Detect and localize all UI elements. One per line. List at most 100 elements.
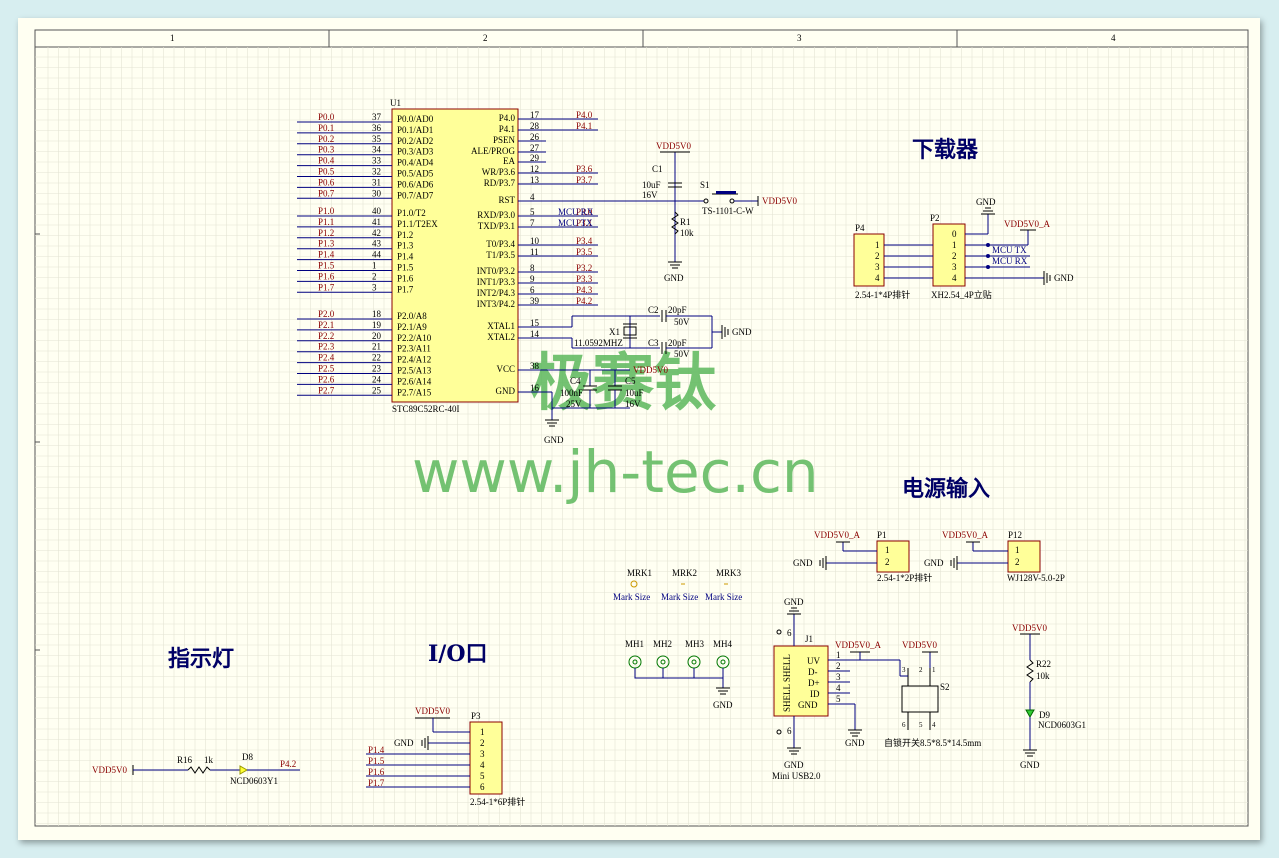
mcu-net-P0.4: P0.4 (318, 156, 335, 166)
mh2-ref: MH2 (653, 639, 672, 649)
p2-pin-3: 3 (952, 262, 957, 272)
mcu-net-P2.5: P2.5 (318, 364, 335, 374)
j1-pin-3: 3 (836, 672, 841, 682)
connector-p2[interactable]: P2 XH2.54_4P立贴 (930, 213, 992, 300)
schematic-canvas: 1 2 3 4 极赛钛 www.jh-tec.cn U1 STC89C52RC-… (34, 29, 1249, 827)
switch-s2[interactable]: VDD5V0 S2 自锁开关8.5*8.5*14.5mm 3 2 1 6 5 4 (884, 640, 981, 748)
reset-circuit[interactable]: VDD5V0 VDD5V0 C1 10uF 16V S1 TS-1101-C-W… (518, 141, 797, 283)
s2-part: 自锁开关8.5*8.5*14.5mm (884, 737, 981, 748)
p4-ref: P4 (855, 223, 865, 233)
crystal-circuit[interactable]: GND C2 20pF 50V C3 20pF 50V X1 11.0592MH… (518, 305, 752, 359)
mcu-pin-num: 30 (372, 188, 382, 198)
mcu-pin-name: P2.1/A9 (397, 322, 427, 332)
mcu-pin-num: 39 (530, 296, 540, 306)
p2-gnd2-label: GND (1054, 273, 1074, 283)
mcu-pin-num: 31 (372, 177, 381, 187)
mcu-pin-num: 10 (530, 236, 540, 246)
reset-vdd-label: VDD5V0 (656, 141, 691, 151)
p1-part: 2.54-1*2P排针 (877, 572, 932, 583)
j1-ref: J1 (805, 634, 813, 644)
mcu-net-P0.7: P0.7 (318, 188, 335, 198)
mcu-net-P1.2: P1.2 (318, 228, 334, 238)
indicator-circuit[interactable]: VDD5V0 R16 1k D8 NCD0603Y1 P4.2 (92, 752, 300, 786)
p3-net-P1.4: P1.4 (368, 745, 385, 755)
s2-pin6: 6 (902, 721, 906, 729)
j1-pin-2: 2 (836, 661, 841, 671)
header-p4[interactable]: P4 2.54-1*4P排针 (853, 223, 910, 300)
mcu-net-P1.6: P1.6 (318, 271, 335, 281)
mcu-net-P3.0: P3.0 (576, 207, 593, 217)
mcu-pin-name: P0.0/AD0 (397, 114, 434, 124)
p4-pin-4: 4 (875, 273, 880, 283)
p3-gnd-label: GND (394, 738, 414, 748)
p4-pin-2: 2 (875, 251, 880, 261)
p3-net-P1.6: P1.6 (368, 767, 385, 777)
mcu-net-P4.3: P4.3 (576, 285, 593, 295)
mcu-pin-name: RST (498, 195, 515, 205)
p1-gnd-label: GND (793, 558, 813, 568)
mcu-pin-name: P1.0/T2 (397, 208, 426, 218)
mcu-net-P0.0: P0.0 (318, 112, 335, 122)
p3-pin-6: 6 (480, 782, 485, 792)
mcu-pin-num: 34 (372, 145, 382, 155)
d9-ref: D9 (1039, 710, 1050, 720)
c3-voltage: 50V (674, 349, 690, 359)
mrk1-ref: MRK1 (627, 568, 652, 578)
p2-pin-2: 2 (952, 251, 957, 261)
io-header-p3[interactable]: P3 2.54-1*6P排针 VDD5V0 GND (394, 706, 525, 807)
mcu-pin-name: T1/P3.5 (486, 250, 515, 260)
mcu-pin-name: INT3/P4.2 (477, 299, 515, 309)
mcu-pin-name: T0/P3.4 (486, 239, 515, 249)
mcu-net-P1.4: P1.4 (318, 250, 335, 260)
p1-pin2: 2 (885, 557, 890, 567)
c5-voltage: 16V (625, 399, 641, 409)
d9-gnd-label: GND (1020, 760, 1040, 770)
frame-col-1: 1 (170, 33, 175, 43)
mcu-pin-name: P1.7 (397, 284, 414, 294)
mrk2-ref: MRK2 (672, 568, 697, 578)
p3-pin-4: 4 (480, 760, 485, 770)
mcu-pin-name: P2.0/A8 (397, 311, 427, 321)
power-led-circuit[interactable]: VDD5V0 R22 10k D9 NCD0603G1 GND (1012, 623, 1086, 770)
j1-pin-5: 5 (836, 694, 841, 704)
c1-value: 10uF (642, 180, 661, 190)
connector-p12[interactable]: P12 WJ128V-5.0-2P 1 2 VDD5V0_A GND (924, 530, 1065, 583)
mcu-pin-name: P1.6 (397, 273, 414, 283)
io-title: I/O口 (428, 641, 488, 667)
c1-ref: C1 (652, 164, 663, 174)
mcu-pin-num: 16 (530, 383, 540, 393)
d8-ref: D8 (242, 752, 253, 762)
c3-ref: C3 (648, 338, 659, 348)
mcu-pin-num: 17 (530, 110, 540, 120)
downloader-wiring: GND VDD5V0_A MCU TX MCU RX GND (884, 197, 1074, 285)
mcu-pin-name: P2.5/A13 (397, 366, 432, 376)
mrk3-size: Mark Size (705, 592, 742, 602)
mcu-pin-num: 27 (530, 143, 540, 153)
mcu-pin-name: P2.7/A15 (397, 387, 432, 397)
decoupling-circuit[interactable]: VDD5V0 GND C4 100nF 25V C5 10uF 16V (518, 365, 668, 445)
mcu-pin-name: XTAL1 (487, 321, 515, 331)
mcu-pin-name: GND (496, 386, 516, 396)
mcu-pin-num: 20 (372, 331, 382, 341)
usb-connector-j1[interactable]: J1 Mini USB2.0 SHELL SHELL UV D- D+ ID G… (772, 597, 900, 781)
mcu-pin-num: 28 (530, 121, 540, 131)
mcu-pin-name: P2.3/A11 (397, 344, 431, 354)
mcu-pin-name: RXD/P3.0 (477, 210, 515, 220)
downloader-title: 下载器 (912, 137, 979, 163)
frame-col-3: 3 (797, 33, 802, 43)
mcu-pin-name: VCC (496, 364, 515, 374)
mcu-pin-name: P0.1/AD1 (397, 125, 433, 135)
watermark-url: www.jh-tec.cn (412, 438, 819, 506)
mcu-net-P4.2: P4.2 (576, 296, 592, 306)
s2-ref: S2 (940, 682, 950, 692)
mcu-pin-num: 7 (530, 218, 535, 228)
p12-ref: P12 (1008, 530, 1022, 540)
connector-p1[interactable]: P1 2.54-1*2P排针 1 2 VDD5V0_A GND (793, 530, 932, 583)
mcu-u1[interactable]: U1 STC89C52RC-40I (390, 98, 519, 414)
p3-pin-2: 2 (480, 738, 485, 748)
j1-pin-4: 4 (836, 683, 841, 693)
mcu-pin-num: 26 (530, 132, 540, 142)
p3-pin-1: 1 (480, 727, 485, 737)
